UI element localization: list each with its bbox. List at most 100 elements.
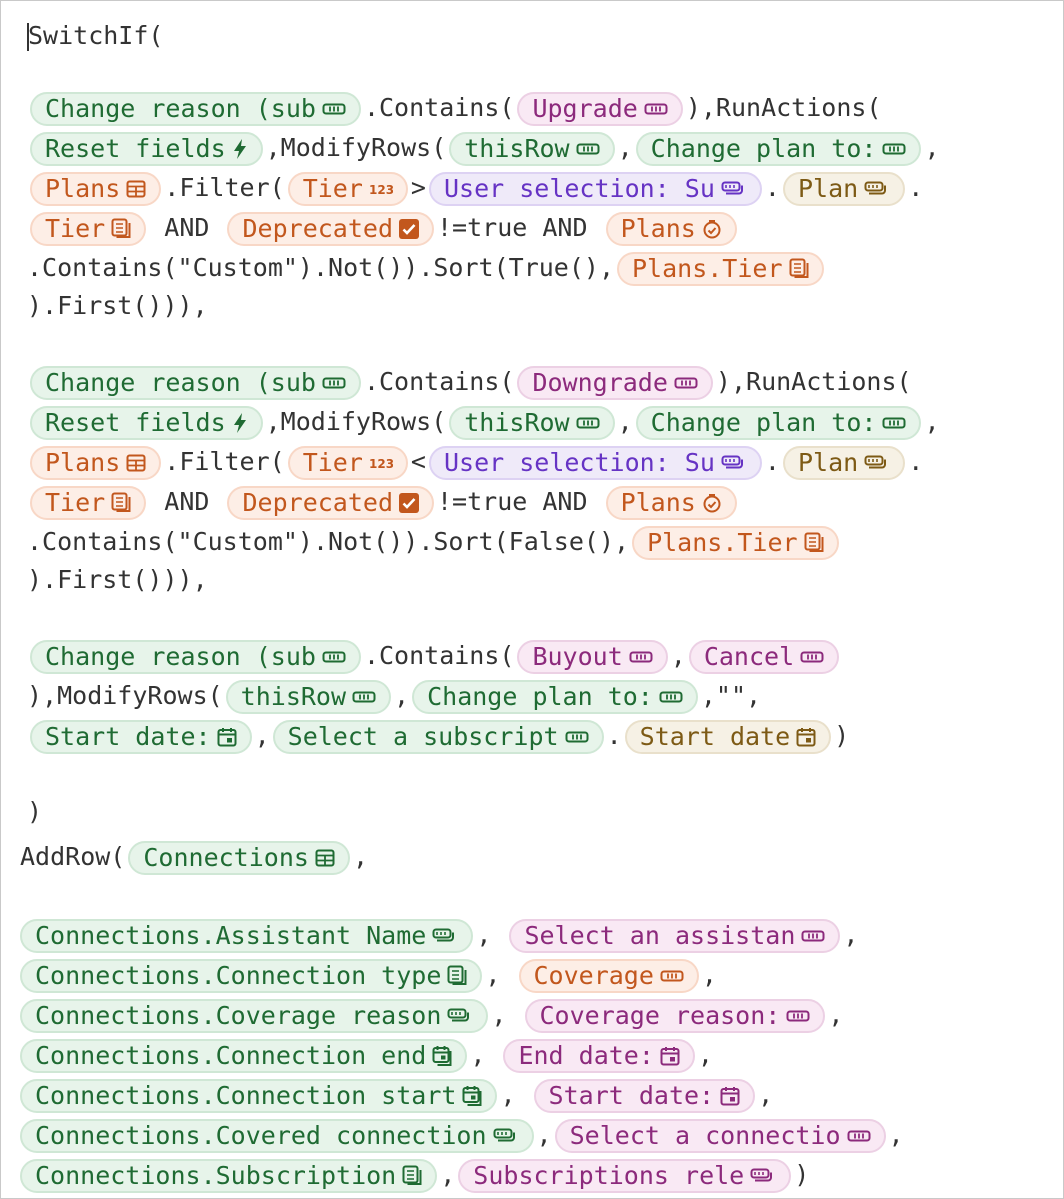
- lookup-icon: [789, 258, 809, 280]
- column-chip-change-plan[interactable]: Change plan to:: [412, 680, 698, 714]
- text-cursor: [27, 23, 29, 51]
- calendar-icon: [432, 1045, 452, 1067]
- table-chip-plans[interactable]: Plans: [30, 172, 162, 206]
- lookup-icon: [804, 532, 824, 554]
- chip-subscriptions-related[interactable]: Subscriptions rele: [458, 1159, 792, 1193]
- table-chip-plans[interactable]: Plans: [30, 446, 162, 480]
- value-chip-cancel[interactable]: Cancel: [688, 640, 840, 674]
- chip-thisrow[interactable]: thisRow: [225, 680, 392, 714]
- formula-line: Connections.Coverage reason, Coverage re…: [20, 995, 1063, 1035]
- blank-line: [27, 324, 1063, 362]
- select-list-icon: [432, 928, 458, 944]
- chip-user-selection[interactable]: User selection: Su: [428, 172, 762, 206]
- text-icon: [576, 416, 600, 430]
- formula-line: Tier AND Deprecated!=true AND Plans: [27, 208, 1063, 248]
- text-icon: [322, 376, 346, 390]
- formula-icon: [702, 493, 722, 513]
- chip-coverage[interactable]: Coverage: [518, 959, 699, 993]
- chip-plans-tier[interactable]: Plans.Tier: [617, 252, 824, 286]
- value-chip-upgrade[interactable]: Upgrade: [517, 92, 683, 126]
- table-chip-connections[interactable]: Connections: [128, 841, 350, 875]
- select-list-icon: [721, 455, 747, 471]
- formula-chip-plans[interactable]: Plans: [605, 212, 737, 246]
- column-chip-coverage-reason[interactable]: Connections.Coverage reason: [20, 999, 489, 1033]
- column-chip-connection-end[interactable]: Connections.Connection end: [20, 1039, 468, 1073]
- checkbox-icon: [399, 493, 419, 513]
- formula-line: Change reason (sub.Contains(Buyout,Cance…: [27, 636, 1063, 676]
- column-chip-change-plan[interactable]: Change plan to:: [635, 132, 922, 166]
- chip-tier-lookup[interactable]: Tier: [30, 212, 147, 246]
- table-icon: [126, 454, 146, 472]
- text-icon: [660, 969, 684, 983]
- lookup-icon: [447, 965, 467, 987]
- column-chip-covered-connection[interactable]: Connections.Covered connection: [20, 1119, 534, 1153]
- table-icon: [126, 180, 146, 198]
- addrow-code: AddRow(Connections, Connections.Assistan…: [20, 837, 1063, 1195]
- select-list-icon: [864, 181, 890, 197]
- formula-line: ).First())),: [27, 565, 208, 594]
- column-chip-start-date[interactable]: Start date:: [30, 720, 252, 754]
- column-chip-deprecated[interactable]: Deprecated: [227, 486, 434, 520]
- chip-select-subscription[interactable]: Select a subscript: [272, 720, 604, 754]
- chip-user-selection[interactable]: User selection: Su: [428, 446, 762, 480]
- chip-plan[interactable]: Plan: [782, 446, 906, 480]
- formula-line: .Contains("Custom").Not()).Sort(False(),…: [27, 522, 1063, 562]
- chip-select-connection[interactable]: Select a connectio: [554, 1119, 886, 1153]
- formula-line: Reset fields,ModifyRows(thisRow,Change p…: [27, 402, 1063, 442]
- action-chip-reset-fields[interactable]: Reset fields: [30, 406, 263, 440]
- calendar-icon: [796, 727, 816, 747]
- text-icon: [882, 416, 906, 430]
- select-list-icon: [750, 1168, 776, 1184]
- column-chip-assistant-name[interactable]: Connections.Assistant Name: [20, 919, 474, 953]
- column-chip-change-reason[interactable]: Change reason (sub: [30, 92, 361, 126]
- blank-line: [27, 56, 1063, 88]
- column-chip-subscription[interactable]: Connections.Subscription: [20, 1159, 438, 1193]
- chip-end-date[interactable]: End date:: [503, 1039, 695, 1073]
- column-chip-connection-type[interactable]: Connections.Connection type: [20, 959, 483, 993]
- column-chip-deprecated[interactable]: Deprecated: [227, 212, 434, 246]
- switchif-keyword: SwitchIf(: [28, 21, 164, 50]
- value-chip-buyout[interactable]: Buyout: [517, 640, 668, 674]
- chip-thisrow[interactable]: thisRow: [449, 406, 615, 440]
- number-icon: 123: [369, 182, 393, 196]
- chip-plan[interactable]: Plan: [782, 172, 906, 206]
- text-icon: [352, 690, 376, 704]
- calendar-icon: [720, 1086, 740, 1106]
- lookup-icon: [111, 492, 131, 514]
- text-icon: [801, 929, 825, 943]
- text-icon: [629, 650, 653, 664]
- select-list-icon: [864, 455, 890, 471]
- chip-coverage-reason-input[interactable]: Coverage reason:: [524, 999, 826, 1033]
- text-icon: [565, 730, 589, 744]
- formula-line: Connections.Subscription,Subscriptions r…: [20, 1155, 1063, 1195]
- svg-text:123: 123: [369, 183, 393, 196]
- text-icon: [786, 1009, 810, 1023]
- chip-plans-tier[interactable]: Plans.Tier: [632, 526, 839, 560]
- column-chip-change-plan[interactable]: Change plan to:: [635, 406, 922, 440]
- formula-chip-plans[interactable]: Plans: [605, 486, 737, 520]
- chip-start-date-lookup[interactable]: Start date: [624, 720, 832, 754]
- chip-start-date-input[interactable]: Start date:: [533, 1079, 756, 1113]
- text-icon: [322, 102, 346, 116]
- formula-line: Reset fields,ModifyRows(thisRow,Change p…: [27, 128, 1063, 168]
- table-icon: [315, 849, 335, 867]
- action-chip-reset-fields[interactable]: Reset fields: [30, 132, 263, 166]
- formula-line: Connections.Assistant Name, Select an as…: [20, 915, 1063, 955]
- blank-line: [20, 877, 1063, 915]
- chip-thisrow[interactable]: thisRow: [449, 132, 615, 166]
- column-chip-change-reason[interactable]: Change reason (sub: [30, 640, 361, 674]
- select-list-icon: [493, 1128, 519, 1144]
- column-chip-connection-start[interactable]: Connections.Connection start: [20, 1079, 498, 1113]
- text-icon: [644, 102, 668, 116]
- chip-select-assistant[interactable]: Select an assistan: [509, 919, 841, 953]
- blank-line: [27, 756, 1063, 794]
- formula-line: AddRow(Connections,: [20, 837, 1063, 877]
- value-chip-downgrade[interactable]: Downgrade: [517, 366, 713, 400]
- column-chip-change-reason[interactable]: Change reason (sub: [30, 366, 361, 400]
- chip-tier-lookup[interactable]: Tier: [30, 486, 147, 520]
